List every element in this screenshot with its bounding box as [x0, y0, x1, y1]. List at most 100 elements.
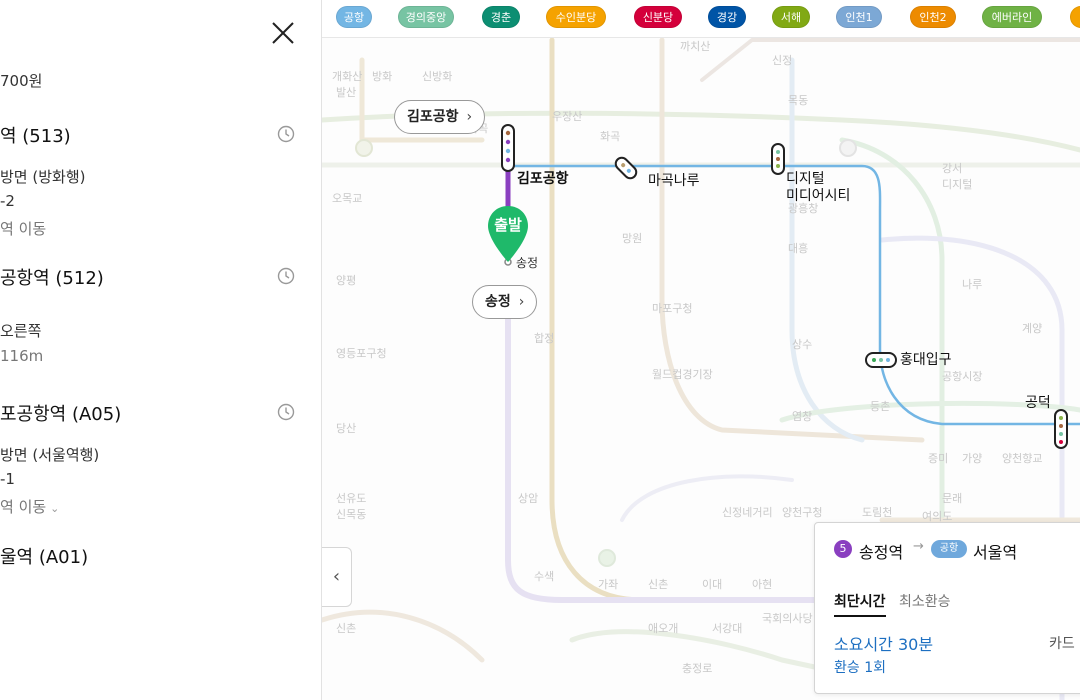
faded-station-label: 나루 — [962, 278, 983, 291]
line-chip-airport[interactable]: 공항 — [336, 6, 372, 28]
faded-station-label: 문래 — [942, 492, 963, 505]
arrow-right-icon: → — [913, 539, 924, 554]
faded-station-label: 상수 — [792, 338, 813, 351]
map-pin-icon — [488, 206, 528, 262]
line-chip-sinbundang[interactable]: 신분당 — [634, 6, 682, 28]
faded-station-label: 양평 — [336, 274, 357, 287]
line-chip-label: 서해 — [780, 11, 802, 24]
faded-station-label: 신촌 — [336, 622, 357, 635]
start-pin-label: 출발 — [494, 216, 522, 234]
faded-station-label: 수색 — [534, 570, 555, 583]
station-label-songjeong[interactable]: 송정 — [516, 256, 539, 270]
faded-station-label: 대흥 — [788, 242, 809, 255]
faded-station-label: 등촌 — [870, 400, 891, 413]
line-chip-seohae[interactable]: 서해 — [772, 6, 810, 28]
station-label-dmc-line1[interactable]: 디지털 — [786, 171, 825, 187]
faded-station-label: 여의도 — [922, 510, 953, 523]
step-direction: 방면 (서울역행) — [0, 446, 100, 464]
faded-station-label: 증미 — [928, 452, 949, 465]
line-chip-gyeonggang[interactable]: 경강 — [708, 6, 746, 28]
clock-icon[interactable] — [276, 124, 296, 144]
line-chip-label: 신분당 — [642, 11, 674, 24]
chevron-down-icon: ⌄ — [50, 502, 60, 515]
payment-type: 카드 — [1049, 636, 1075, 652]
station-label-gimpo-airport[interactable]: 김포공항 — [517, 171, 569, 187]
travel-time: 소요시간 30분 — [834, 635, 934, 654]
line5-badge: 5 — [834, 540, 852, 558]
tab-fewest-transfers[interactable]: 최소환승 — [899, 594, 951, 610]
close-button[interactable] — [268, 18, 298, 48]
route-summary-card[interactable]: 5 송정역 → 공항 서울역 최단시간 최소환승 소요시간 30분 카드 환승 … — [814, 522, 1080, 694]
station-button-label: 송정 — [485, 294, 511, 310]
station-button-songjeong[interactable]: 송정› — [472, 285, 538, 319]
step-door-info: -1 — [0, 470, 15, 488]
station-button-gimpo-airport[interactable]: 김포공항 › — [394, 100, 486, 134]
faded-station-label: 방화 — [372, 70, 393, 83]
step-stop-count: 역 이동 — [0, 220, 47, 238]
step-door-info: -2 — [0, 192, 15, 210]
route-detail-panel: 700원 역 (513) 방면 (방화행) -2 역 이동 공항역 (512) … — [0, 0, 322, 700]
line-chip-label: 경의중앙 — [405, 11, 447, 24]
faded-station-label: 서강대 — [712, 622, 743, 635]
faded-station-label: 우장산 — [552, 110, 583, 123]
step-direction: 방면 (방화행) — [0, 168, 86, 186]
faded-station-label: 발산 — [336, 86, 357, 99]
station-marker-gimpo — [501, 124, 515, 172]
collapse-panel-button[interactable]: ‹ — [322, 547, 352, 607]
faded-station-label: 애오개 — [648, 622, 679, 635]
step-stop-count: 역 이동 — [0, 498, 47, 516]
faded-station-label: 상암 — [518, 492, 539, 505]
line-chip-gyeongchun[interactable]: 경춘 — [482, 6, 520, 28]
faded-station-label: 영등포구청 — [336, 347, 387, 360]
station-label-hongdae[interactable]: 홍대입구 — [900, 352, 952, 368]
line-filter-bar: 공항 경의중앙 경춘 수인분당 신분당 경강 서해 인천1 인천2 에버라인 — [322, 0, 1080, 38]
faded-station-label: 도림천 — [862, 506, 893, 519]
faded-station-label: 염창 — [792, 410, 813, 423]
destination-station: 서울역 — [973, 543, 1018, 562]
step-station-title[interactable]: 울역 (A01) — [0, 547, 89, 568]
faded-station-label: 선유도 — [336, 492, 367, 505]
step-stop-count-toggle[interactable]: 역 이동⌄ — [0, 496, 59, 517]
station-label-dmc-line2[interactable]: 미디어시티 — [786, 188, 851, 204]
faded-station-label: 이대 — [702, 578, 723, 591]
step-station-title[interactable]: 포공항역 (A05) — [0, 404, 122, 425]
faded-station-label: 합정 — [534, 332, 555, 345]
faded-station-label: 까치산 — [680, 40, 711, 53]
faded-station-label: 양천향교 — [1002, 452, 1043, 465]
step-station-title[interactable]: 공항역 (512) — [0, 268, 104, 289]
transfer-count: 환승 1회 — [834, 660, 886, 676]
clock-icon[interactable] — [276, 402, 296, 422]
faded-station-label: 양천구청 — [782, 506, 823, 519]
faded-station-label: 망원 — [622, 232, 643, 245]
line-chip-label: 에버라인 — [991, 11, 1033, 24]
step-transfer-direction: 오른쪽 — [0, 322, 42, 340]
line-chip-gyeongui-jungang[interactable]: 경의중앙 — [398, 6, 454, 28]
line-chip-suin-bundang[interactable]: 수인분당 — [546, 6, 606, 28]
step-station-title[interactable]: 역 (513) — [0, 126, 71, 147]
chevron-right-icon: › — [466, 109, 473, 125]
clock-icon[interactable] — [276, 266, 296, 286]
fare-amount: 700원 — [0, 72, 43, 90]
airport-line-badge: 공항 — [931, 540, 967, 558]
faded-station-label: 당산 — [336, 422, 357, 435]
faded-station-label: 신방화 — [422, 70, 453, 83]
faded-station-label: 국회의사당 — [762, 612, 813, 625]
tab-fastest[interactable]: 최단시간 — [834, 591, 886, 617]
faded-station-label: 신목동 — [336, 508, 367, 521]
line-chip-incheon1[interactable]: 인천1 — [836, 6, 882, 28]
line-chip-overflow[interactable] — [1070, 6, 1080, 28]
faded-station-label: 화곡 — [600, 130, 621, 143]
line-chip-incheon2[interactable]: 인천2 — [910, 6, 956, 28]
station-label-magongnaru[interactable]: 마곡나루 — [648, 173, 700, 189]
faded-station-label: 가좌 — [598, 578, 619, 591]
faded-station-label: 계양 — [1022, 322, 1043, 335]
origin-station: 송정역 — [859, 543, 904, 562]
line-chip-label: 인천1 — [845, 11, 873, 24]
line-chip-label: 수인분당 — [555, 11, 597, 24]
station-button-label: 김포공항 — [407, 109, 459, 125]
line-chip-everline[interactable]: 에버라인 — [982, 6, 1042, 28]
subway-map-background — [322, 37, 1080, 700]
station-label-gongdeok[interactable]: 공덕 — [1025, 395, 1051, 411]
close-icon — [272, 22, 294, 44]
start-pin[interactable]: 출발 — [486, 204, 530, 264]
